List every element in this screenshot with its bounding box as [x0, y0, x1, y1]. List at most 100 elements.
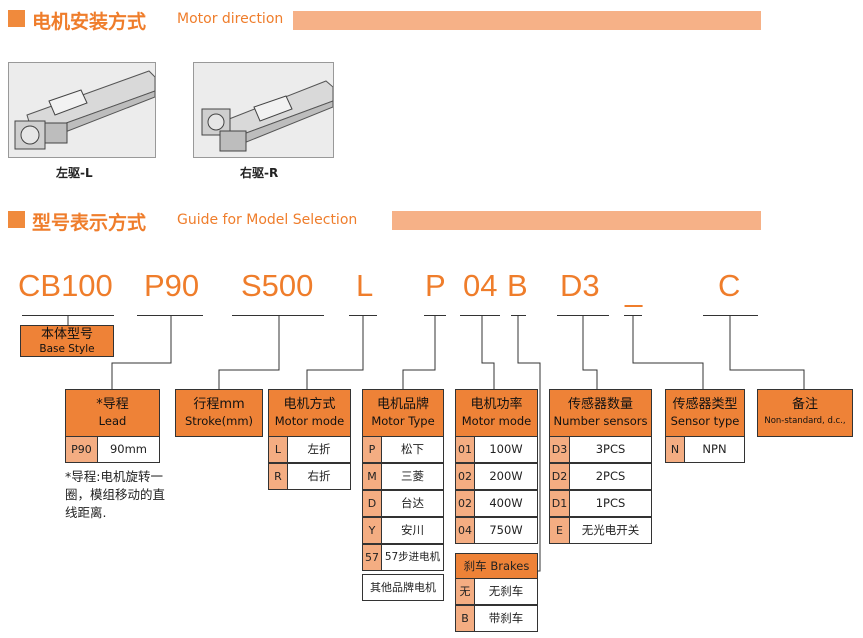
sensors-row-value: 3PCS: [595, 442, 626, 456]
brake-header: 刹车 Brakes: [455, 553, 538, 579]
power-row: 02 400W: [455, 490, 538, 517]
sensors-row-value: 无光电开关: [581, 523, 640, 537]
direction-row-value: 左折: [307, 442, 331, 456]
sensors-header: 传感器数量 Number sensors: [549, 389, 652, 437]
power-header-zh: 电机功率: [470, 397, 523, 412]
direction-row: R 右折: [268, 463, 351, 490]
brand-row-key: Y: [363, 518, 382, 543]
power-row-value: 750W: [489, 523, 523, 537]
sensors-row-value: 1PCS: [595, 496, 626, 510]
sensors-row-key: D3: [550, 437, 570, 462]
brand-row-key: M: [363, 464, 382, 489]
sensor-type-header-en: Sensor type: [670, 414, 740, 428]
remark-header: 备注 Non-standard, d.c.,: [757, 389, 853, 437]
brand-row: 57 57步进电机: [362, 544, 444, 571]
right-drive-caption: 右驱-R: [240, 166, 279, 180]
brand-row-key: P: [363, 437, 382, 462]
brake-row-value: 无刹车: [488, 584, 524, 598]
power-row: 01 100W: [455, 436, 538, 463]
sensors-row: E 无光电开关: [549, 517, 652, 544]
base-style-en: Base Style: [39, 343, 95, 355]
power-header-en: Motor mode: [461, 414, 532, 428]
lead-row-value: 90mm: [109, 442, 148, 456]
direction-header-en: Motor mode: [274, 414, 345, 428]
brand-other-value: 其他品牌电机: [370, 581, 436, 594]
direction-row-value: 右折: [307, 469, 331, 483]
direction-header: 电机方式 Motor mode: [268, 389, 351, 437]
brand-header-zh: 电机品牌: [376, 397, 429, 412]
code-power: 04: [463, 268, 498, 303]
code-lead: P90: [144, 268, 200, 303]
power-row-key: 02: [456, 464, 475, 489]
brand-row-value: 松下: [401, 442, 424, 456]
lead-header-zh: *导程: [96, 397, 129, 412]
sensors-row-key: E: [550, 518, 570, 543]
code-separator: _: [625, 273, 643, 308]
section-bar: [392, 211, 761, 230]
left-drive-caption: 左驱-L: [56, 166, 93, 180]
brake-row-key: B: [456, 606, 475, 631]
brand-row: M 三菱: [362, 463, 444, 490]
code-brake: B: [507, 268, 528, 303]
section-subtitle-model-selection: Guide for Model Selection: [177, 212, 358, 228]
base-style-box: 本体型号 Base Style: [20, 325, 114, 357]
section-title-motor-direction: 电机安装方式: [32, 11, 147, 33]
code-stroke: S500: [241, 268, 314, 303]
sensors-row-key: D2: [550, 464, 570, 489]
code-remark: C: [718, 268, 741, 303]
brand-row-value: 安川: [401, 523, 424, 537]
sensors-row: D3 3PCS: [549, 436, 652, 463]
sensors-row-value: 2PCS: [595, 469, 626, 483]
direction-row-key: L: [269, 437, 288, 462]
power-header: 电机功率 Motor mode: [455, 389, 538, 437]
lead-note: *导程:电机旋转一圈，模组移动的直线距离.: [65, 469, 166, 520]
brand-header: 电机品牌 Motor Type: [362, 389, 444, 437]
left-drive-module-icon: [14, 70, 155, 150]
stroke-header-en: Stroke(mm): [184, 414, 254, 428]
brake-row-value: 带刹车: [488, 611, 524, 625]
brake-row: B 带刹车: [455, 605, 538, 632]
power-row-key: 04: [456, 518, 475, 543]
sensors-row-key: D1: [550, 491, 570, 516]
brake-row: 无 无刹车: [455, 578, 538, 605]
brand-row-key: 57: [363, 545, 382, 570]
power-row-value: 100W: [489, 442, 523, 456]
stroke-header-zh: 行程mm: [193, 397, 245, 412]
sensors-row: D1 1PCS: [549, 490, 652, 517]
brand-row-value: 57步进电机: [384, 551, 441, 563]
left-drive-photo: [8, 62, 156, 158]
brand-row: D 台达: [362, 490, 444, 517]
code-underline: [232, 315, 324, 316]
remark-header-zh: 备注: [791, 397, 818, 412]
sensor-type-header-zh: 传感器类型: [672, 397, 738, 412]
power-row-key: 02: [456, 491, 475, 516]
base-style-zh: 本体型号: [40, 327, 93, 342]
sensor-type-row-key: N: [666, 437, 685, 462]
brand-row: P 松下: [362, 436, 444, 463]
section-marker-icon: [8, 211, 25, 228]
power-row-value: 400W: [489, 496, 523, 510]
sensors-header-zh: 传感器数量: [567, 397, 633, 412]
brand-row-key: D: [363, 491, 382, 516]
code-underline: [137, 315, 203, 316]
power-row: 02 200W: [455, 463, 538, 490]
stroke-header: 行程mm Stroke(mm): [175, 389, 263, 437]
lead-header-en: Lead: [98, 414, 127, 428]
brand-row-value: 三菱: [401, 469, 424, 483]
brake-header-title: 刹车 Brakes: [463, 559, 530, 573]
brand-row-value: 台达: [401, 496, 424, 510]
sensor-type-row: N NPN: [665, 436, 745, 463]
right-drive-module-icon: [201, 80, 333, 152]
brake-row-key: 无: [456, 579, 475, 604]
lead-header: *导程 Lead: [65, 389, 160, 437]
sensor-type-row-value: NPN: [702, 442, 727, 456]
power-row-value: 200W: [489, 469, 523, 483]
code-base: CB100: [18, 268, 113, 303]
lead-row-key: P90: [66, 437, 98, 462]
remark-header-en: Non-standard, d.c.,: [764, 416, 846, 426]
direction-row: L 左折: [268, 436, 351, 463]
lead-row: P90 90mm: [65, 436, 160, 463]
sensors-header-en: Number sensors: [553, 414, 648, 428]
power-row: 04 750W: [455, 517, 538, 544]
